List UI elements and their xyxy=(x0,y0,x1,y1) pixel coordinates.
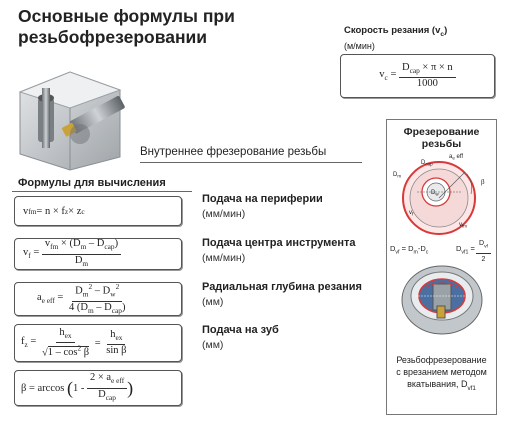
panel-caption-1: Резьбофрезерование xyxy=(396,355,487,365)
section-rule xyxy=(12,191,192,192)
label-center-unit: (мм/мин) xyxy=(202,252,246,264)
formula-center-feed: vf = vfm × (Dm – Dcap)Dm xyxy=(14,238,182,270)
image-caption: Внутреннее фрезерование резьбы xyxy=(140,146,327,158)
f1-rest: = n × f xyxy=(36,205,65,217)
svg-text:β: β xyxy=(481,178,485,186)
milling-illustration xyxy=(18,71,125,171)
speed-title-text: Скорость резания (v xyxy=(344,25,441,36)
f1-sub: fm xyxy=(28,206,37,216)
speed-unit: (м/мин) xyxy=(344,41,375,51)
label-periphery-feed: Подача на периферии (мм/мин) xyxy=(202,193,323,220)
label-center-feed: Подача центра инструмента (мм/мин) xyxy=(202,237,356,264)
label-tooth-unit: (мм) xyxy=(202,339,224,351)
speed-title-sub: c xyxy=(440,30,445,38)
panel-caption: Резьбофрезерование с врезанием методом в… xyxy=(388,354,495,395)
caption-rule xyxy=(140,162,362,163)
f1-x: × z xyxy=(68,205,82,217)
speed-lhs: vc = xyxy=(379,69,399,83)
title-line-1: Основные формулы при xyxy=(18,6,235,26)
helical-entry-diagram xyxy=(401,265,483,335)
milling-tool-image xyxy=(10,62,130,172)
panel-title: Фрезерование резьбы xyxy=(387,126,496,150)
f1-z: z xyxy=(64,206,69,216)
panel-caption-3: вкатывания, Dvf1 xyxy=(407,379,476,392)
panel-title-1: Фрезерование xyxy=(403,126,480,138)
thread-milling-diagram: Dcap Dm Dw ae eff β vf vfm xyxy=(393,154,485,235)
panel-caption-2: с врезанием методом xyxy=(396,367,487,377)
page-title: Основные формулы при резьбофрезеровании xyxy=(18,6,235,48)
f1-v: v xyxy=(23,205,29,217)
svg-text:Dw: Dw xyxy=(431,190,439,197)
label-tooth-head: Подача на зуб xyxy=(202,324,279,336)
section-title: Формулы для вычисления xyxy=(18,177,166,189)
svg-text:vfm: vfm xyxy=(459,222,467,229)
label-radial-unit: (мм) xyxy=(202,296,224,308)
title-line-2: резьбофрезеровании xyxy=(18,27,208,47)
speed-fraction: Dcap × π × n 1000 xyxy=(398,62,456,90)
label-radial-depth: Радиальная глубина резания (мм) xyxy=(202,281,362,308)
svg-text:vf: vf xyxy=(409,210,414,217)
svg-text:Dcap: Dcap xyxy=(421,160,433,167)
label-periphery-unit: (мм/мин) xyxy=(202,208,246,220)
speed-title: Скорость резания (vc) xyxy=(344,25,447,38)
speed-title-end: ) xyxy=(444,25,448,36)
speed-formula-box: vc = Dcap × π × n 1000 xyxy=(340,54,495,98)
label-center-head: Подача центра инструмента xyxy=(202,237,356,249)
panel-title-2: резьбы xyxy=(421,138,462,150)
svg-text:ae eff: ae eff xyxy=(449,154,463,161)
label-radial-head: Радиальная глубина резания xyxy=(202,281,362,293)
f1-c: c xyxy=(81,206,85,216)
svg-text:Dm: Dm xyxy=(393,172,401,179)
label-feed-per-tooth: Подача на зуб (мм) xyxy=(202,324,279,351)
label-periphery-head: Подача на периферии xyxy=(202,193,323,205)
